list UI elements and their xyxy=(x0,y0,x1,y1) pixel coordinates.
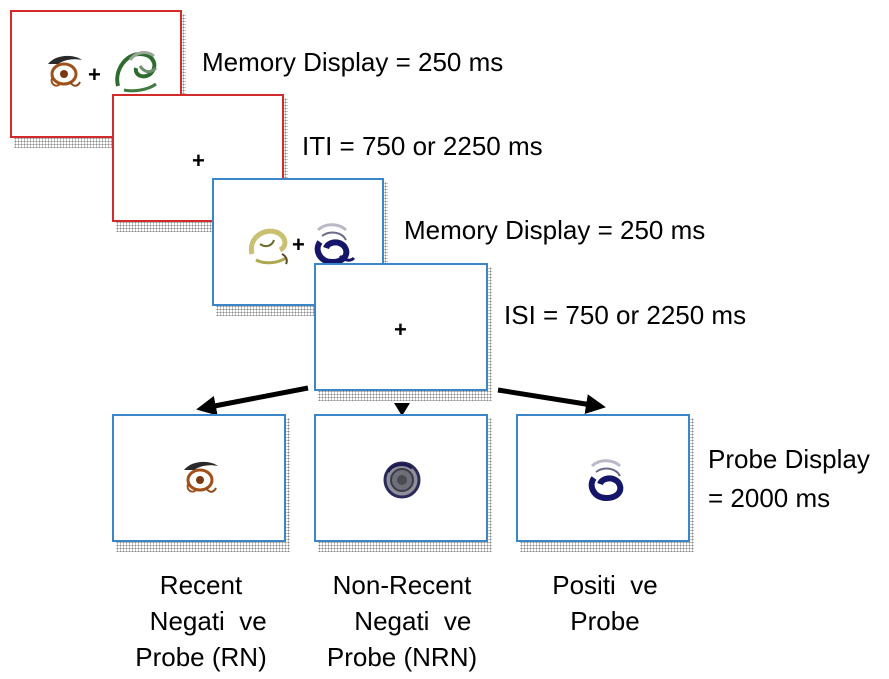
arrow-to-rn xyxy=(196,385,309,416)
arrow-to-nrn xyxy=(394,403,410,416)
dark-blue-swirl-stimulus xyxy=(588,459,624,502)
eye-swirl-stimulus xyxy=(48,55,82,87)
eye-swirl-stimulus xyxy=(184,461,218,493)
memory-display-label-1: Memory Display = 250 ms xyxy=(202,47,504,77)
fixation-cross: + xyxy=(88,62,101,87)
fixation-cross: + xyxy=(292,232,305,257)
probe-frame-nrn xyxy=(314,414,488,542)
isi-label: ISI = 750 or 2250 ms xyxy=(504,300,747,330)
condition-label-positive: Positi ve Probe xyxy=(552,570,658,636)
yellow-swirl-stimulus xyxy=(248,228,288,265)
condition-label-rn: Recent Negati ve Probe (RN) xyxy=(135,570,267,672)
arrow-to-positive xyxy=(497,387,606,414)
iti-label: ITI = 750 or 2250 ms xyxy=(302,131,543,161)
dark-blue-swirl-stimulus xyxy=(314,223,356,266)
grey-vortex-stimulus xyxy=(383,461,421,499)
probe-frame-positive xyxy=(516,414,690,542)
probe-display-label-2: = 2000 ms xyxy=(708,483,831,513)
probe-frame-rn xyxy=(112,414,286,542)
fixation-cross: + xyxy=(394,317,407,342)
condition-label-nrn: Non-Recent Negati ve Probe (NRN) xyxy=(326,570,478,672)
fixation-cross: + xyxy=(192,148,205,173)
probe-display-label-1: Probe Display xyxy=(708,444,870,474)
isi-frame: + xyxy=(314,263,488,391)
memory-display-label-2: Memory Display = 250 ms xyxy=(404,215,706,245)
green-swirl-stimulus xyxy=(115,51,158,93)
